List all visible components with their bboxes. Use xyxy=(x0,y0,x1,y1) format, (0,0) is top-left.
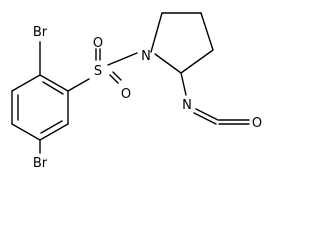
atom-label-nitrogen-isocyanate: N xyxy=(182,98,192,113)
atom-label-br-bottom: Br xyxy=(33,156,48,171)
bond-n-c2 xyxy=(150,12,163,53)
bond-c4-c5 xyxy=(180,49,214,74)
bond-c5-n-isocyanate xyxy=(180,72,187,96)
atom-label-br-top: Br xyxy=(33,25,48,40)
sulfonyl-bonds xyxy=(95,48,122,84)
benzene-ring xyxy=(11,74,69,141)
atom-label-nitrogen-ring: N xyxy=(141,49,151,64)
bond-c2-sulfur xyxy=(67,78,90,92)
bond-s-o-bottom-b xyxy=(112,71,122,81)
atom-label-oxygen-bottom: O xyxy=(121,87,131,102)
isocyanate-group xyxy=(180,72,250,125)
atom-label-oxygen-top: O xyxy=(93,36,103,51)
bond-ring-double-1 xyxy=(42,81,64,95)
pyrrolidine-ring xyxy=(150,12,214,74)
bond-c3-c4 xyxy=(200,12,214,51)
molecule-structure-diagram: Br Br S O O N N O xyxy=(11,12,262,171)
bond-ring-c3-c4 xyxy=(39,123,69,141)
atom-label-sulfur: S xyxy=(94,64,102,79)
atom-label-oxygen-isocyanate: O xyxy=(252,116,262,131)
bond-c5-n xyxy=(154,53,182,74)
bond-ring-c6-c1 xyxy=(11,74,41,92)
bond-n-c-double-a xyxy=(195,108,219,121)
bond-s-o-bottom-a xyxy=(109,74,119,84)
bond-sulfur-nitrogen xyxy=(107,52,138,66)
bond-n-c-double-b xyxy=(193,112,217,125)
bond-ring-double-2 xyxy=(40,120,63,134)
bond-ring-c1-c2 xyxy=(39,74,69,92)
bond-ring-c4-c5 xyxy=(11,123,41,141)
